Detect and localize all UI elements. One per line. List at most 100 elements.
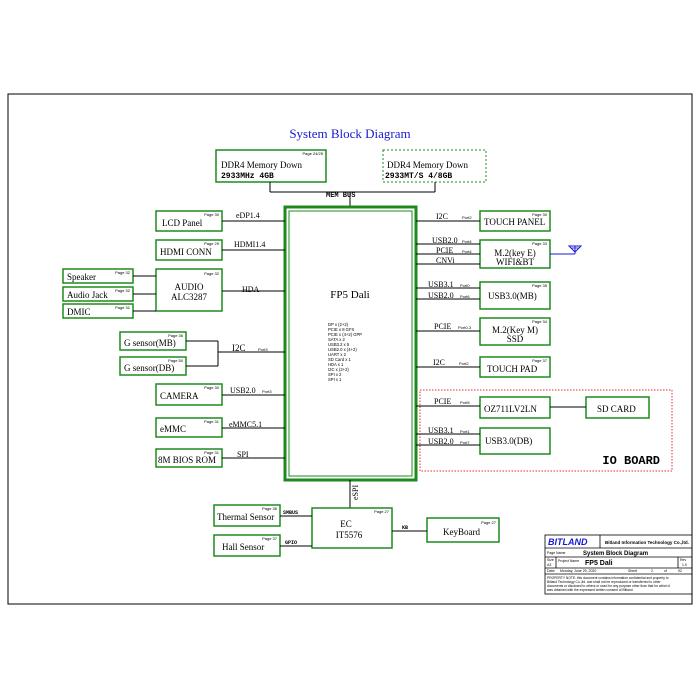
usb30-mb-box	[479, 281, 551, 310]
size-label: Size	[547, 558, 554, 562]
cpu-spec: USB2.0 x (4+2)	[328, 347, 357, 352]
wifi-usb-port: Port4	[462, 239, 472, 244]
touch-panel-bus-label: I2C	[436, 212, 448, 221]
svg-text:Page 27: Page 27	[374, 509, 390, 514]
audio-label: AUDIO	[175, 282, 204, 292]
svg-text:Page 32: Page 32	[115, 288, 131, 293]
date-label: Date:	[547, 569, 555, 573]
audio-codec-label: ALC3287	[171, 292, 208, 302]
sheet-label: Sheet	[628, 569, 637, 573]
svg-text:Page 37: Page 37	[262, 536, 278, 541]
gsensor-mb-label: G sensor(MB)	[124, 338, 176, 348]
dmic-label: DMIC	[67, 307, 91, 317]
svg-text:Page 36: Page 36	[262, 506, 278, 511]
bitland-logo: BITLAND	[548, 537, 588, 547]
svg-text:Page 30: Page 30	[532, 212, 548, 217]
wifi-usb-bus-label: USB2.0	[432, 236, 458, 245]
property-notice: PROPERTY NOTE: this document contains in…	[547, 576, 669, 580]
svg-text:Page 31: Page 31	[204, 419, 220, 424]
hdmi-bus-label: HDMI1.4	[234, 240, 265, 249]
sd-card-label: SD CARD	[597, 404, 636, 414]
gpio-label: GPIO	[285, 540, 297, 546]
wifi-cnvi-bus-label: CNVi	[436, 256, 455, 265]
keyboard-label: KeyBoard	[443, 527, 480, 537]
wifi-pcie-bus-label: PCIE	[436, 246, 453, 255]
i2c-sensor-port: Port3	[258, 347, 268, 352]
ec-label: EC	[340, 519, 352, 529]
cpu-name: FP5 Dali	[330, 289, 369, 301]
memory-down-1-page: Page 24/25	[303, 151, 324, 156]
usb30-mb-usb31-label: USB3.1	[428, 280, 454, 289]
mem-bus-label: MEM BUS	[326, 192, 355, 200]
cpu-spec: DP x (2+2)	[328, 322, 349, 327]
thermal-sensor-label: Thermal Sensor	[217, 512, 274, 522]
size-value: A3	[547, 563, 551, 567]
touch-pad-bus-label: I2C	[433, 358, 445, 367]
usb30-mb-port2: Port6	[460, 294, 470, 299]
memory-down-2-detail: 2933MT/S 4/8GB	[385, 172, 452, 181]
company-name: Bitland Information Technology Co.,ltd.	[605, 540, 689, 545]
svg-text:Page 37: Page 37	[532, 358, 548, 363]
card-reader-bus-label: PCIE	[434, 397, 451, 406]
memory-down-2-box	[382, 149, 487, 183]
camera-label: CAMERA	[160, 391, 199, 401]
bios-rom-label: 8M BIOS ROM	[158, 455, 216, 465]
svg-text:Page 27: Page 27	[481, 520, 497, 525]
ec-box	[311, 507, 393, 549]
cpu-spec: SATA x 2	[328, 337, 346, 342]
project-name: FP5 Dali	[585, 560, 613, 567]
svg-text:Page 30: Page 30	[204, 385, 220, 390]
project-label: Project Name	[558, 559, 579, 563]
svg-text:Page 34: Page 34	[532, 319, 548, 324]
emmc-label: eMMC	[160, 424, 186, 434]
property-notice: documents or disclosed to others or used…	[547, 584, 670, 588]
sheet-value: 2	[651, 569, 653, 573]
usb30-db-usb31-label: USB3.1	[428, 426, 454, 435]
spi-bus-label: SPI	[237, 450, 249, 459]
svg-text:Page 33: Page 33	[532, 241, 548, 246]
camera-port: Port3	[262, 389, 272, 394]
memory-down-1-title: DDR4 Memory Down	[221, 160, 302, 170]
svg-text:Page 31: Page 31	[204, 450, 220, 455]
usb30-db-port2: Port7	[460, 440, 470, 445]
cpu-spec: I2C x (2+2)	[328, 367, 349, 372]
svg-text:Page 30: Page 30	[204, 212, 220, 217]
date-value: Monday, June 29, 2020	[560, 569, 596, 573]
svg-text:Page 29: Page 29	[204, 241, 220, 246]
cpu-specs: DP x (2+2) PCIE x 8 GFX PCIE x (4+2) GPP…	[328, 322, 362, 382]
cpu-spec: SPI x 1	[328, 377, 342, 382]
of-label: of	[664, 569, 667, 573]
property-notice: was obtained with the expressed written …	[547, 588, 633, 592]
svg-text:Page 36: Page 36	[168, 333, 184, 338]
audio-jack-label: Audio Jack	[67, 290, 108, 300]
svg-text:Page 50: Page 50	[168, 358, 184, 363]
svg-text:Page 32: Page 32	[115, 270, 131, 275]
cpu-spec: USB3.2 x 5	[328, 342, 350, 347]
cpu-spec: SD Card x 1	[328, 357, 351, 362]
lcd-panel-label: LCD Panel	[162, 218, 203, 228]
hall-sensor-label: Hall Sensor	[222, 542, 264, 552]
cpu-box	[283, 205, 418, 482]
card-reader-port: Port5	[460, 400, 470, 405]
gsensor-db-label: G sensor(DB)	[124, 363, 174, 373]
cpu-spec: HDA x 1	[328, 362, 344, 367]
wifi-bt-label: WIFI&BT	[496, 257, 534, 267]
espi-bus-label: eSPI	[351, 485, 360, 500]
page-name-value: System Block Diagram	[583, 551, 648, 557]
property-notice: Bitland Technology Co.,ltd. and shall no…	[547, 580, 661, 584]
keyboard-box	[426, 517, 500, 543]
page-name-label: Page Name	[547, 551, 566, 555]
antenna-icon	[550, 245, 583, 255]
camera-bus-label: USB2.0	[230, 386, 256, 395]
page-title: System Block Diagram	[289, 126, 410, 141]
ec-chip-label: IT5576	[336, 530, 363, 540]
cpu-spec: UART x 2	[328, 352, 347, 357]
emmc-bus-label: eMMC5.1	[229, 420, 262, 429]
touch-pad-port: Port2	[459, 361, 469, 366]
touch-panel-port: Port2	[462, 215, 472, 220]
rev-label: Rev	[680, 558, 686, 562]
touch-panel-label: TOUCH PANEL	[484, 217, 545, 227]
ssd-port: Port0-3	[458, 325, 472, 330]
usb30-db-usb20-label: USB2.0	[428, 437, 454, 446]
